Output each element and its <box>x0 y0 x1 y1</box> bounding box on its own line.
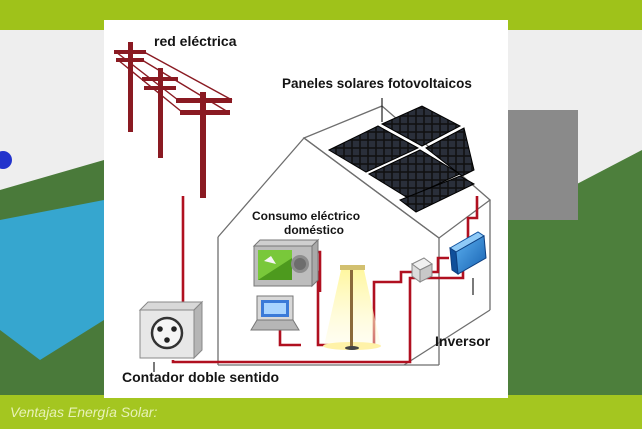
meter-label: Contador doble sentido <box>122 369 280 385</box>
house-outline <box>217 105 492 366</box>
laptop-icon <box>250 295 300 331</box>
bidirectional-meter-icon <box>138 300 204 360</box>
junction-box-icon <box>411 257 433 283</box>
floor-lamp-icon <box>323 265 381 350</box>
consumption-label-line1: Consumo eléctrico <box>252 209 361 223</box>
bg-pool <box>0 200 104 360</box>
power-pole-icon <box>176 92 232 198</box>
bg-tank <box>508 110 578 220</box>
power-pole-icon <box>142 68 178 158</box>
overhead-lines <box>115 51 233 113</box>
bg-blue-dot <box>0 151 12 169</box>
solar-diagram <box>114 42 492 372</box>
television-icon <box>252 238 320 288</box>
wiring <box>171 196 479 364</box>
grid-label: red eléctrica <box>154 33 237 49</box>
solar-diagram-panel: red eléctrica Paneles solares fotovoltai… <box>104 20 508 398</box>
solar-panels-icon <box>327 105 476 213</box>
inverter-label: Inversor <box>435 333 491 349</box>
consumption-label-line2: doméstico <box>284 223 345 237</box>
power-pole-icon <box>114 42 146 132</box>
solar-panels-label: Paneles solares fotovoltaicos <box>282 76 472 91</box>
inverter-icon <box>449 231 487 275</box>
label-pointers <box>153 98 474 372</box>
background-footer-text: Ventajas Energía Solar: <box>10 404 158 420</box>
